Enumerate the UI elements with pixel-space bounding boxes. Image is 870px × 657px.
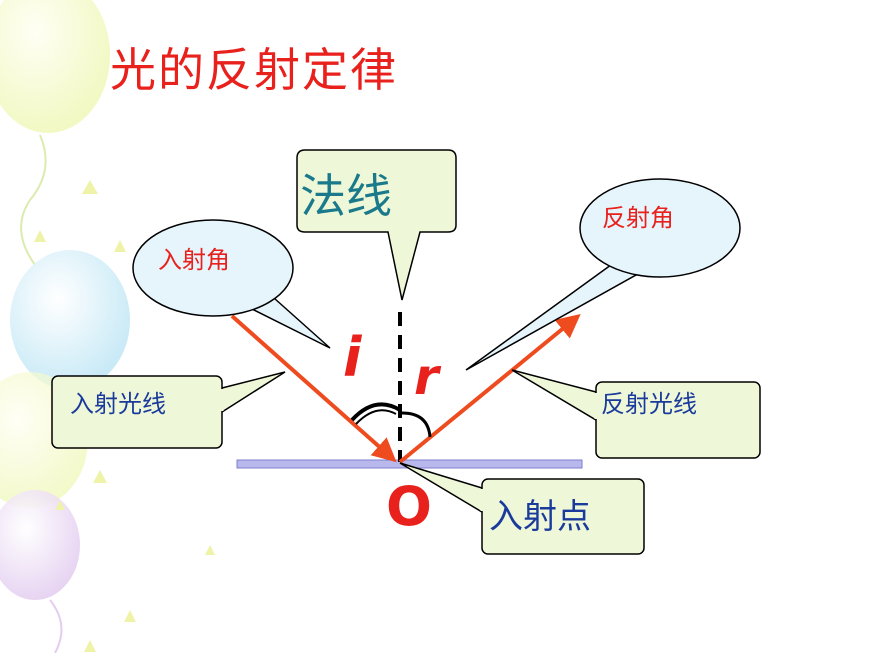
incident-angle-arc — [350, 402, 402, 422]
symbol-i: i — [343, 326, 363, 389]
callout-incident-ray: 入射光线 — [51, 371, 286, 449]
symbol-o: O — [386, 475, 432, 538]
balloon-blue — [10, 250, 130, 390]
callout-reflection-angle-label: 反射角 — [602, 204, 674, 232]
balloon-purple — [0, 490, 80, 600]
reflection-angle-arc — [399, 411, 432, 438]
callout-incident-ray-label: 入射光线 — [70, 390, 166, 418]
callout-incidence-point: 入射点 — [399, 462, 645, 555]
callout-reflection-angle: 反射角 — [465, 178, 741, 371]
callout-reflected-ray-label: 反射光线 — [601, 390, 697, 418]
reflected-ray — [398, 313, 581, 464]
callout-incidence-point-label: 入射点 — [489, 497, 591, 537]
slide-title: 光的反射定律 — [110, 43, 398, 97]
callout-normal-label: 法线 — [300, 169, 392, 223]
callout-normal: 法线 — [296, 149, 457, 301]
callout-reflected-ray: 反射光线 — [511, 369, 761, 459]
balloon-yellow-top — [0, 0, 110, 133]
incident-ray — [230, 314, 397, 463]
symbol-r: r — [414, 348, 442, 406]
callout-incident-angle: 入射角 — [132, 219, 331, 349]
callout-incident-angle-label: 入射角 — [158, 246, 230, 274]
